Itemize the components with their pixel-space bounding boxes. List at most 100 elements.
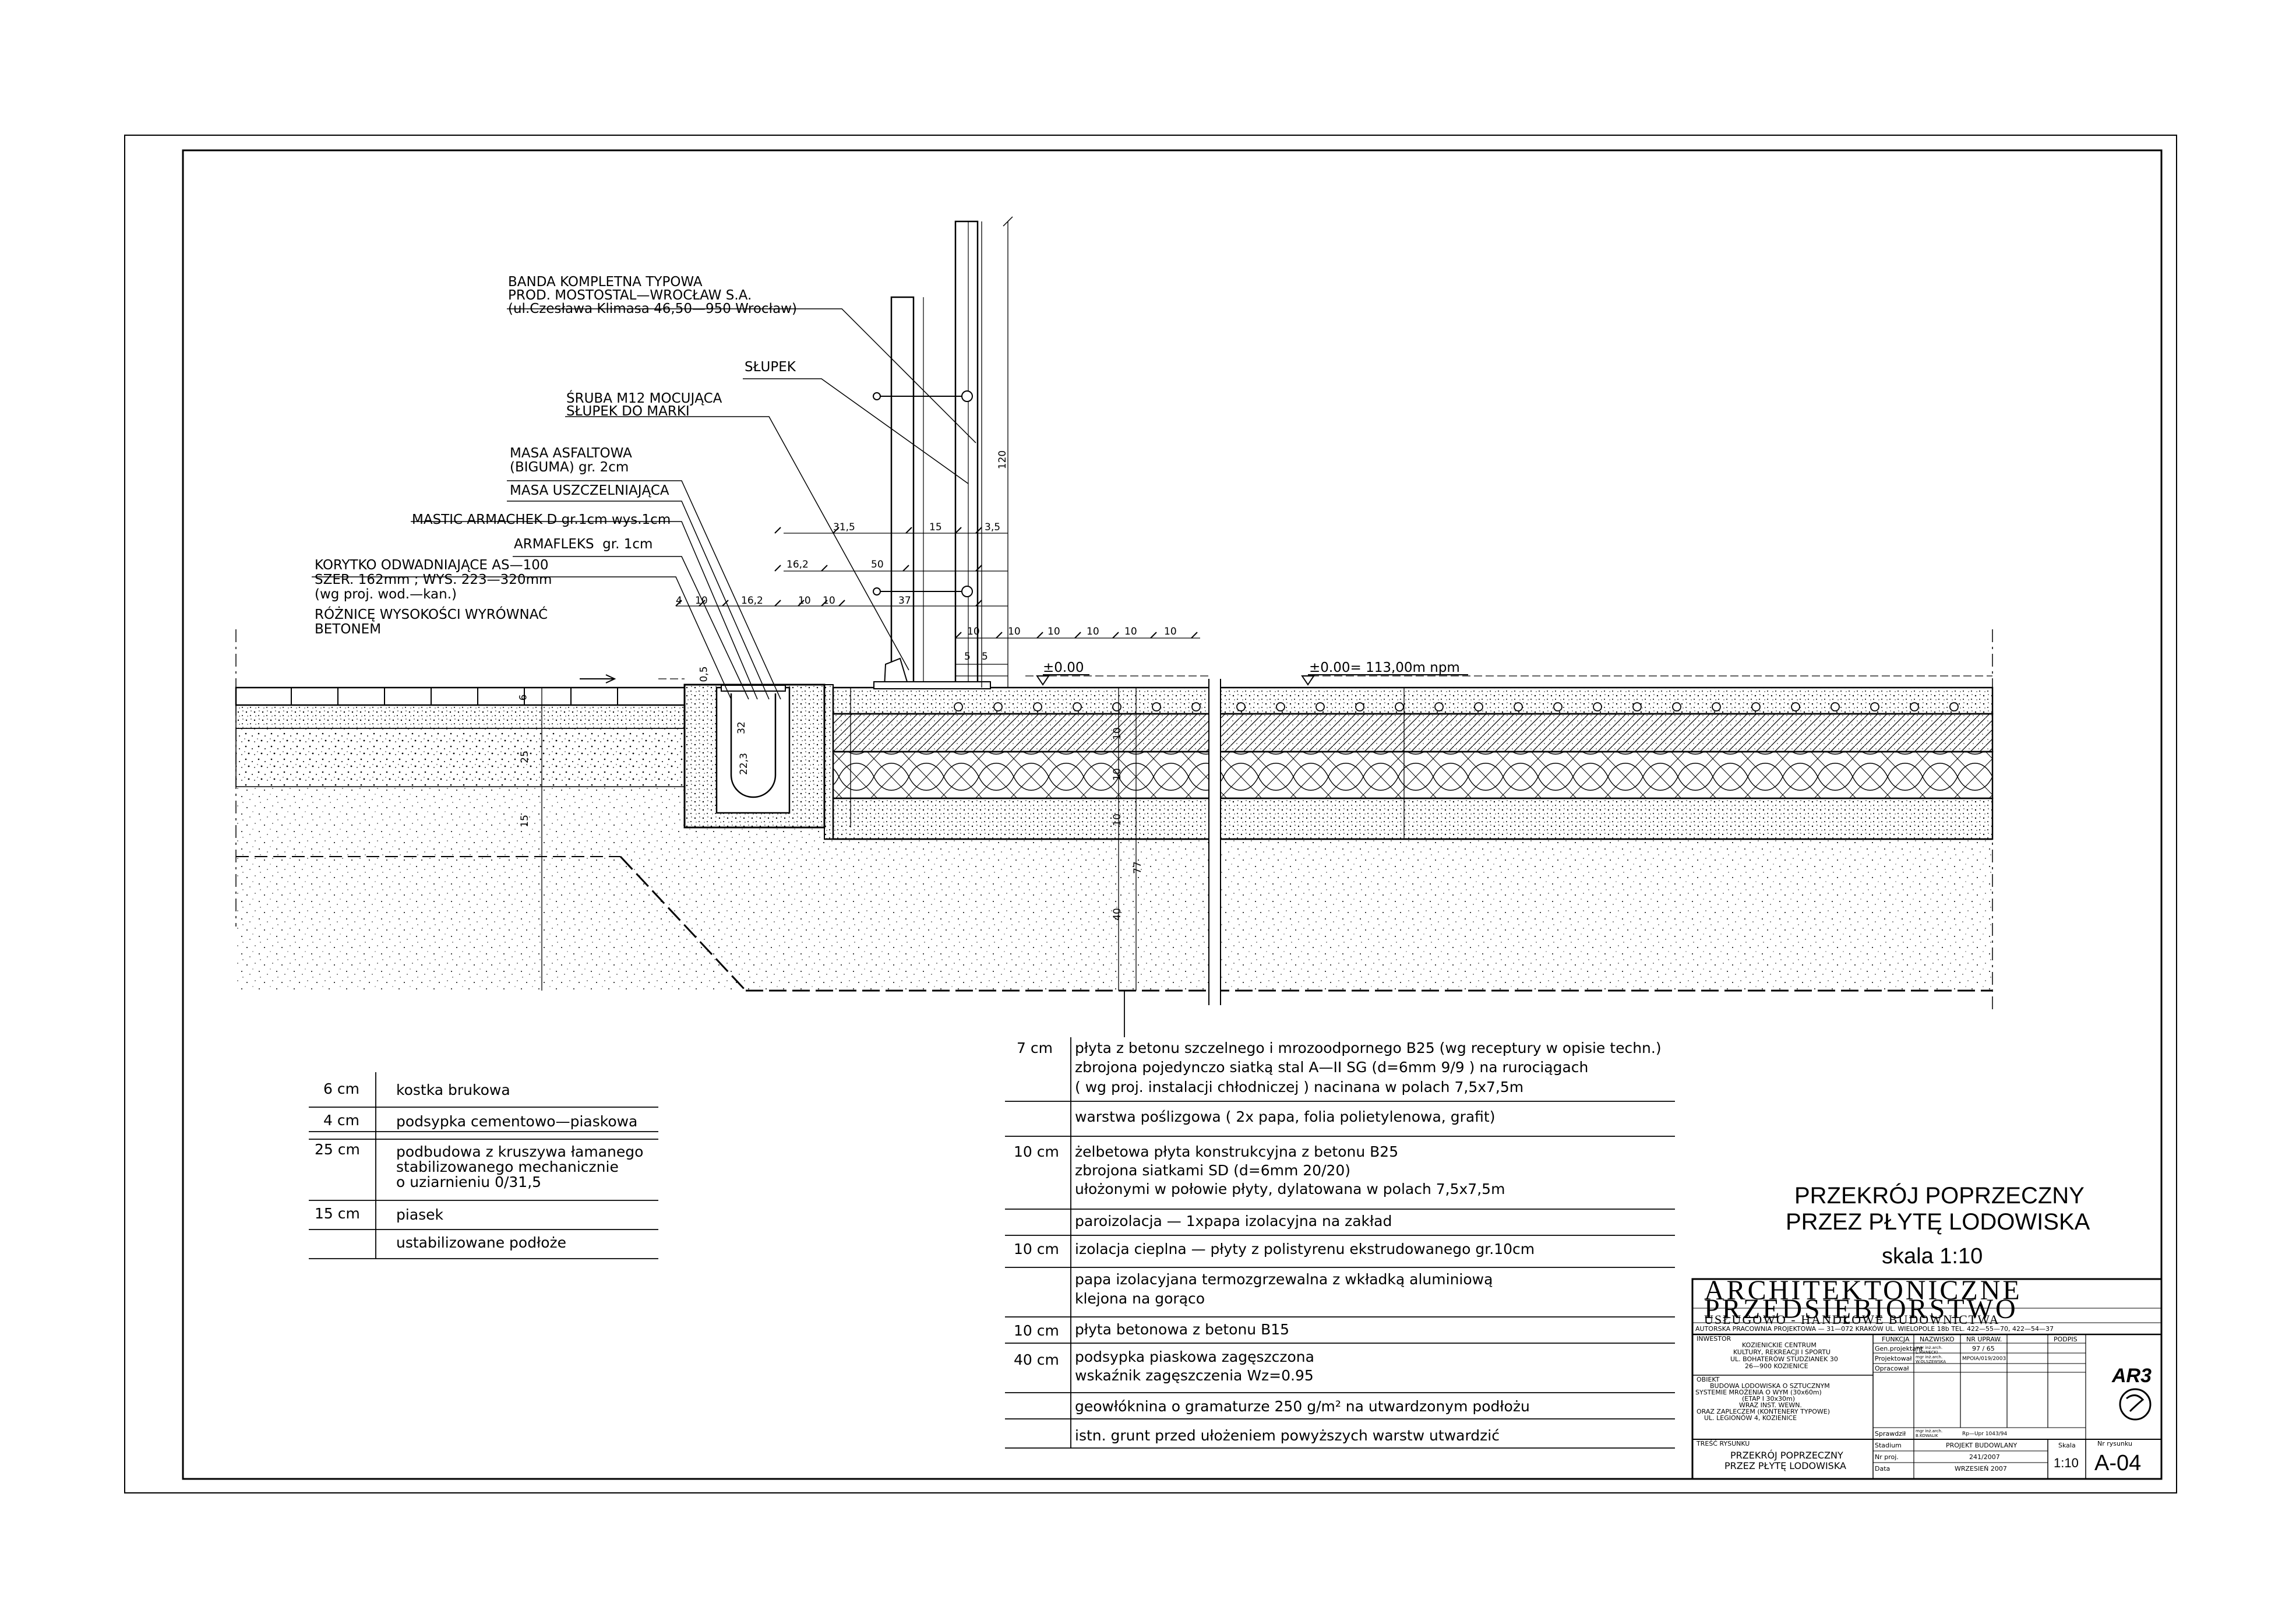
tresc-line-2: PRZEZ PŁYTĘ LODOWISKA [1724,1460,1846,1471]
data-value: WRZESIEŃ 2007 [1955,1465,2007,1472]
nr-rysunku-value: A-04 [2094,1451,2142,1475]
right-row-3-desc-2: zbrojona siatkami SD (d=6mm 20/20) [1075,1162,1351,1179]
annotation-armafleks: ARMAFLEKS gr. 1cm [514,537,653,552]
right-row-4-desc: paroizolacja — 1xpapa izolacyjna na zakł… [1075,1213,1392,1230]
dim-slab-40: 40 [1111,908,1123,921]
cooling-pipe [1831,702,1840,711]
header-funkcja: FUNKCJA [1882,1336,1910,1343]
cooling-pipe [1315,702,1325,711]
dim-gutter-32: 32 [735,721,747,734]
right-row-1-desc-1: płyta z betonu szczelnego i mrozoodporne… [1075,1040,1662,1056]
dim-height-120: 120 [997,450,1009,470]
right-row-8-thickness: 40 cm [1014,1351,1059,1368]
right-row-10-desc: istn. grunt przed ułożeniem powyższych w… [1075,1427,1500,1444]
cooling-pipe [1191,702,1201,711]
dim-small-2: 5 [982,651,988,663]
company-name-2: PRZEDSIĘBIORSTWO [1704,1294,2018,1324]
dim-row3-6: 37 [898,595,911,607]
cooling-pipe [1712,702,1721,711]
dim-small-1: 5 [964,651,971,663]
right-row-8-desc-1: podsypka piaskowa zagęszczona [1075,1348,1314,1365]
dim-row4-6: 10 [1164,626,1177,637]
right-row-3-desc-1: żelbetowa płyta konstrukcyjna z betonu B… [1075,1143,1399,1160]
row-funkcja-4: Sprawdził [1875,1430,1906,1438]
right-row-5-desc: izolacja cieplna — płyty z polistyrenu e… [1075,1241,1535,1257]
row-funkcja-3: Opracował [1875,1365,1909,1372]
data-label: Data [1875,1465,1891,1472]
level-mark-2: ±0.00= 113,00m npm [1309,660,1460,675]
stadium-value: PROJEKT BUDOWLANY [1946,1442,2018,1449]
company-name-3: USŁUGOWO - HANDLOWE BUDOWNICTWA [1704,1312,2000,1327]
cooling-pipe [1236,702,1246,711]
cooling-pipe [1553,702,1563,711]
logo-text: AR3 [2112,1365,2152,1387]
nr-proj-value: 241/2007 [1969,1453,2000,1461]
cooling-pipe [1152,702,1161,711]
dim-top-3: 3,5 [985,522,1001,533]
cooling-pipe [1112,702,1121,711]
tresc-line-1: PRZEKRÓJ POPRZECZNY [1730,1450,1843,1461]
left-row-5-desc: ustabilizowane podłoże [396,1234,566,1251]
drawing-title-line-2: PRZEZ PŁYTĘ LODOWISKA [1786,1209,2090,1235]
right-row-7-desc: płyta betonowa z betonu B15 [1075,1321,1290,1338]
dim-row2-2: 50 [871,559,884,570]
left-row-3-desc-2: stabilizowanego mechanicznie [396,1158,619,1175]
dim-gutter-05: 0,5 [698,666,710,682]
annotation-masa-asfaltowa-1: MASA ASFALTOWA [510,446,632,461]
annotation-korytko-1: KORYTKO ODWADNIAJĄCE AS—100 [315,558,549,573]
obiekt-line-6: UL. LEGIONÓW 4, KOZIENICE [1704,1414,1797,1422]
right-row-6-desc-1: papa izolacyjana termozgrzewalna z wkład… [1075,1271,1493,1288]
annotation-masa-asfaltowa-2: (BIGUMA) gr. 2cm [510,460,629,475]
row-nazwisko-2: mgr inż.arch. W.OLSZEWSKA [1916,1355,1946,1364]
obiekt-line-1: BUDOWA LODOWISKA O SZTUCZNYM [1710,1382,1830,1390]
cooling-pipe [1073,702,1082,711]
dim-top-2: 15 [929,522,942,533]
left-row-3-desc-3: o uziarnieniu 0/31,5 [396,1174,542,1190]
cooling-pipe [1033,702,1042,711]
row-nazwisko-1: mgr inż.arch. L.MANECKI [1916,1345,1943,1355]
annotation-korytko-2: SZER. 162mm ; WYS. 223—320mm [315,572,552,587]
dim-row3-1: 4 [676,595,682,607]
cooling-pipe [1751,702,1761,711]
dim-row4-5: 10 [1124,626,1137,637]
header-nazwisko: NAZWISKO [1920,1336,1955,1343]
cooling-pipe [1870,702,1879,711]
dim-row4-2: 10 [1008,626,1021,637]
obiekt-line-2: SYSTEMIE MROŻENIA O WYM (30x60m) [1695,1389,1822,1396]
right-row-2-desc: warstwa poślizgowa ( 2x papa, folia poli… [1075,1108,1496,1125]
left-row-1-thickness: 6 cm [323,1080,359,1097]
drawing-title-line-1: PRZEKRÓJ POPRZECZNY [1794,1183,2085,1209]
right-row-6-desc-2: klejona na gorąco [1075,1290,1205,1307]
dim-left-15: 15 [519,815,531,827]
left-row-2-desc: podsypka cementowo—piaskowa [396,1113,638,1130]
obiekt-label: OBIEKT [1697,1376,1720,1383]
right-row-1-desc-2: zbrojona pojedynczo siatką stal A—II SG … [1075,1059,1589,1076]
annotation-mastic: MASTIC ARMACHEK D gr.1cm wys.1cm [412,512,671,527]
row-nr-4: Rp—Upr 1043/94 [1962,1431,2008,1437]
dim-row4-4: 10 [1087,626,1099,637]
row-nr-2: MPOIA/019/2003 [1962,1356,2006,1362]
right-row-1-thickness: 7 cm [1017,1040,1053,1056]
dim-gutter-223: 22,3 [738,753,750,775]
dim-left-6: 6 [517,694,530,701]
right-row-9-desc: geowłóknina o gramaturze 250 g/m² na utw… [1075,1398,1530,1415]
row-funkcja-2: Projektował [1875,1355,1912,1362]
right-layer-table: 7 cm płyta z betonu szczelnego i mrozood… [1005,1040,1675,1454]
annotation-banda-1: BANDA KOMPLETNA TYPOWA [508,274,703,290]
annotation-korytko-3: (wg proj. wod.—kan.) [315,587,457,602]
dim-row3-5: 10 [823,595,835,607]
cooling-pipe [954,702,963,711]
cooling-pipe [1474,702,1483,711]
ar3-logo [2119,1388,2152,1421]
left-row-4-thickness: 15 cm [315,1205,360,1222]
right-row-1-desc-3: ( wg proj. instalacji chłodniczej ) naci… [1075,1079,1524,1095]
annotation-banda-2: PROD. MOSTOSTAL—WROCŁAW S.A. [508,288,752,303]
right-row-3-desc-3: ułożonymi w połowie płyty, dylatowana w … [1075,1181,1505,1197]
drawing-scale: skala 1:10 [1882,1244,1983,1269]
dim-row4-3: 10 [1048,626,1060,637]
inwestor-line-1: KOZIENICKIE CENTRUM [1742,1341,1817,1349]
dim-row2-1: 16,2 [787,559,809,570]
left-row-2-thickness: 4 cm [323,1112,359,1129]
